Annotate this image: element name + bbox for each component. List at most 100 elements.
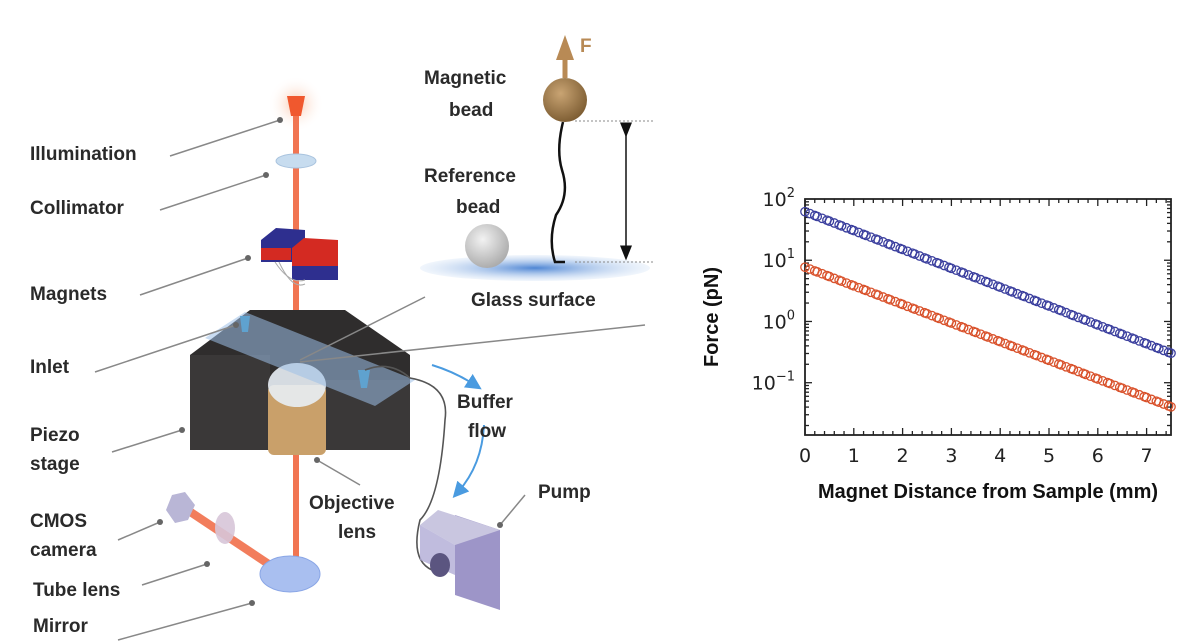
label-piezo-stage: Piezo bbox=[30, 425, 80, 446]
label-glass-surface: Glass surface bbox=[471, 290, 596, 311]
data-point bbox=[1068, 364, 1079, 375]
data-point bbox=[922, 308, 932, 319]
label-cmos-camera: camera bbox=[30, 540, 97, 561]
data-point bbox=[1105, 378, 1115, 389]
x-tick-label: 5 bbox=[1043, 445, 1055, 467]
outlet-icon bbox=[358, 370, 370, 388]
label-buffer-flow: Buffer bbox=[457, 392, 514, 413]
data-point bbox=[1092, 320, 1103, 330]
data-point bbox=[934, 313, 945, 324]
data-point bbox=[1141, 392, 1152, 403]
data-point bbox=[1129, 334, 1140, 344]
x-tick-label: 6 bbox=[1092, 445, 1104, 467]
y-tick-base: 10 bbox=[763, 311, 787, 333]
data-point bbox=[1007, 341, 1018, 352]
data-point bbox=[873, 290, 884, 301]
label-reference-bead: bead bbox=[456, 197, 500, 218]
data-point bbox=[1044, 355, 1054, 366]
label-tube-lens: Tube lens bbox=[33, 580, 120, 601]
y-tick-label: 102 bbox=[763, 186, 795, 211]
data-point bbox=[1105, 324, 1115, 335]
data-point bbox=[885, 294, 896, 305]
x-axis-label: Magnet Distance from Sample (mm) bbox=[818, 481, 1158, 503]
label-force: F bbox=[580, 36, 592, 57]
inlet-icon bbox=[240, 316, 250, 332]
magnetic-bead-icon bbox=[543, 78, 587, 122]
x-tick-label: 4 bbox=[994, 445, 1006, 467]
flow-arrow-icon bbox=[431, 364, 482, 390]
data-point bbox=[800, 206, 810, 217]
y-axis-label: Force (pN) bbox=[701, 267, 723, 367]
flow-arrow-icon bbox=[452, 424, 485, 498]
data-point bbox=[897, 244, 908, 255]
data-point bbox=[897, 299, 908, 310]
y-tick-exponent: 0 bbox=[787, 308, 795, 323]
data-point bbox=[970, 327, 981, 338]
label-magnets: Magnets bbox=[30, 284, 107, 305]
data-point bbox=[812, 267, 823, 277]
data-point bbox=[958, 268, 969, 278]
data-point bbox=[1080, 369, 1091, 380]
y-tick-exponent: −1 bbox=[776, 370, 795, 385]
data-point bbox=[1117, 383, 1128, 394]
data-point bbox=[824, 216, 835, 226]
y-tick-base: 10 bbox=[763, 189, 787, 211]
data-point bbox=[812, 211, 823, 222]
data-point bbox=[1166, 401, 1176, 412]
y-tick-label: 100 bbox=[763, 308, 795, 333]
y-tick-exponent: 2 bbox=[787, 186, 795, 201]
glass-surface-icon bbox=[420, 255, 650, 281]
leader-lines bbox=[94, 117, 646, 641]
instrument-diagram bbox=[166, 76, 500, 610]
data-point bbox=[970, 272, 981, 283]
data-point bbox=[1031, 350, 1042, 361]
reference-bead-icon bbox=[465, 224, 509, 268]
data-point bbox=[995, 336, 1006, 347]
y-tick-label: 10−1 bbox=[752, 370, 795, 395]
data-point bbox=[1007, 287, 1018, 297]
data-point bbox=[861, 285, 871, 296]
label-objective-lens: lens bbox=[338, 522, 376, 543]
data-point bbox=[824, 271, 835, 282]
series-blue bbox=[800, 206, 1176, 359]
label-collimator: Collimator bbox=[30, 198, 125, 219]
label-magnetic-bead: Magnetic bbox=[424, 68, 507, 89]
data-point bbox=[1068, 310, 1079, 321]
data-point bbox=[934, 258, 945, 269]
label-illumination: Illumination bbox=[30, 144, 137, 165]
pump-icon bbox=[420, 510, 500, 610]
data-point bbox=[995, 282, 1006, 293]
magnets-icon bbox=[261, 228, 338, 286]
label-mirror: Mirror bbox=[33, 616, 89, 637]
data-point bbox=[1166, 348, 1176, 359]
tether-icon bbox=[550, 121, 567, 264]
data-point bbox=[1031, 296, 1042, 307]
data-point bbox=[1056, 360, 1067, 370]
data-point bbox=[836, 276, 847, 287]
label-objective-lens: Objective bbox=[309, 493, 395, 514]
cmos-camera-icon bbox=[166, 492, 195, 523]
x-tick-label: 7 bbox=[1141, 445, 1153, 467]
data-point bbox=[909, 304, 920, 314]
data-point bbox=[861, 230, 871, 241]
data-point bbox=[922, 254, 932, 264]
y-tick-exponent: 1 bbox=[787, 247, 795, 262]
tube-lens-icon bbox=[215, 512, 235, 544]
mirror-icon bbox=[259, 555, 321, 593]
data-point bbox=[1080, 315, 1091, 326]
data-point bbox=[909, 249, 920, 259]
y-tick-label: 101 bbox=[763, 247, 795, 272]
label-magnetic-bead: bead bbox=[449, 100, 493, 121]
data-point bbox=[836, 221, 847, 231]
x-tick-label: 1 bbox=[848, 445, 860, 467]
x-tick-label: 2 bbox=[897, 445, 909, 467]
collimator-lens-icon bbox=[275, 153, 317, 169]
data-point bbox=[1153, 343, 1164, 354]
label-reference-bead: Reference bbox=[424, 166, 516, 187]
y-tick-base: 10 bbox=[763, 250, 787, 272]
data-point bbox=[1092, 374, 1103, 384]
tubing bbox=[364, 365, 447, 571]
data-point bbox=[848, 225, 859, 236]
data-point bbox=[848, 280, 859, 291]
